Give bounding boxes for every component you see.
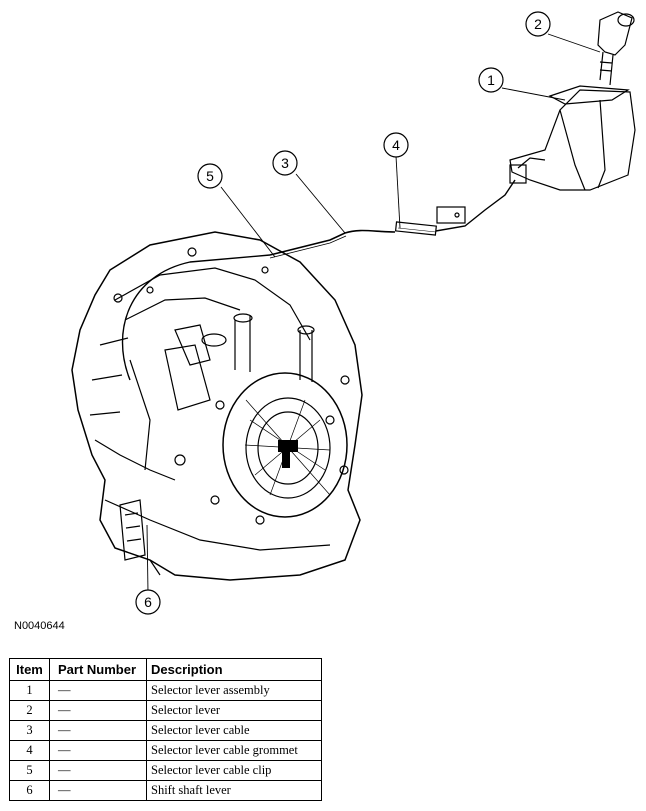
cell-item: 5 [9,760,50,781]
selector-lever-drawing [509,11,636,191]
cell-item: 1 [9,680,50,701]
cell-description: Selector lever cable clip [146,760,322,781]
header-description: Description [146,658,322,681]
svg-text:6: 6 [144,594,152,610]
svg-text:4: 4 [392,137,400,153]
callout-4: 4 [383,132,409,158]
table-row: 1 — Selector lever assembly [9,680,322,701]
header-item: Item [9,658,50,681]
cell-description: Selector lever cable grommet [146,740,322,761]
callout-5: 5 [197,163,223,189]
selector-cable-drawing [269,179,516,259]
callout-1: 1 [478,67,504,93]
cell-part-number: — [49,720,147,741]
cell-item: 3 [9,720,50,741]
cell-description: Selector lever assembly [146,680,322,701]
table-row: 4 — Selector lever cable grommet [9,740,322,761]
cell-description: Shift shaft lever [146,780,322,801]
svg-text:5: 5 [206,168,214,184]
transmission-drawing [71,231,363,581]
table-row: 3 — Selector lever cable [9,720,322,741]
table-row: 5 — Selector lever cable clip [9,760,322,781]
table-row: 2 — Selector lever [9,700,322,721]
svg-text:3: 3 [281,155,289,171]
cell-description: Selector lever [146,700,322,721]
callout-6: 6 [135,589,161,615]
svg-text:2: 2 [534,16,542,32]
cell-part-number: — [49,680,147,701]
cell-description: Selector lever cable [146,720,322,741]
cell-part-number: — [49,700,147,721]
leader-lines [146,33,601,594]
cell-part-number: — [49,740,147,761]
svg-text:1: 1 [487,72,495,88]
cell-item: 4 [9,740,50,761]
cell-item: 2 [9,700,50,721]
figure-id: N0040644 [14,620,65,632]
cell-part-number: — [49,760,147,781]
callout-2: 2 [525,11,551,37]
cell-part-number: — [49,780,147,801]
callout-3: 3 [272,150,298,176]
table-row: 6 — Shift shaft lever [9,780,322,801]
header-part-number: Part Number [49,658,147,681]
table-header-row: Item Part Number Description [9,658,322,681]
transmission-shift-diagram: 1 2 3 4 5 6 [71,11,636,615]
cell-item: 6 [9,780,50,801]
parts-table: Item Part Number Description 1 — Selecto… [9,658,322,801]
